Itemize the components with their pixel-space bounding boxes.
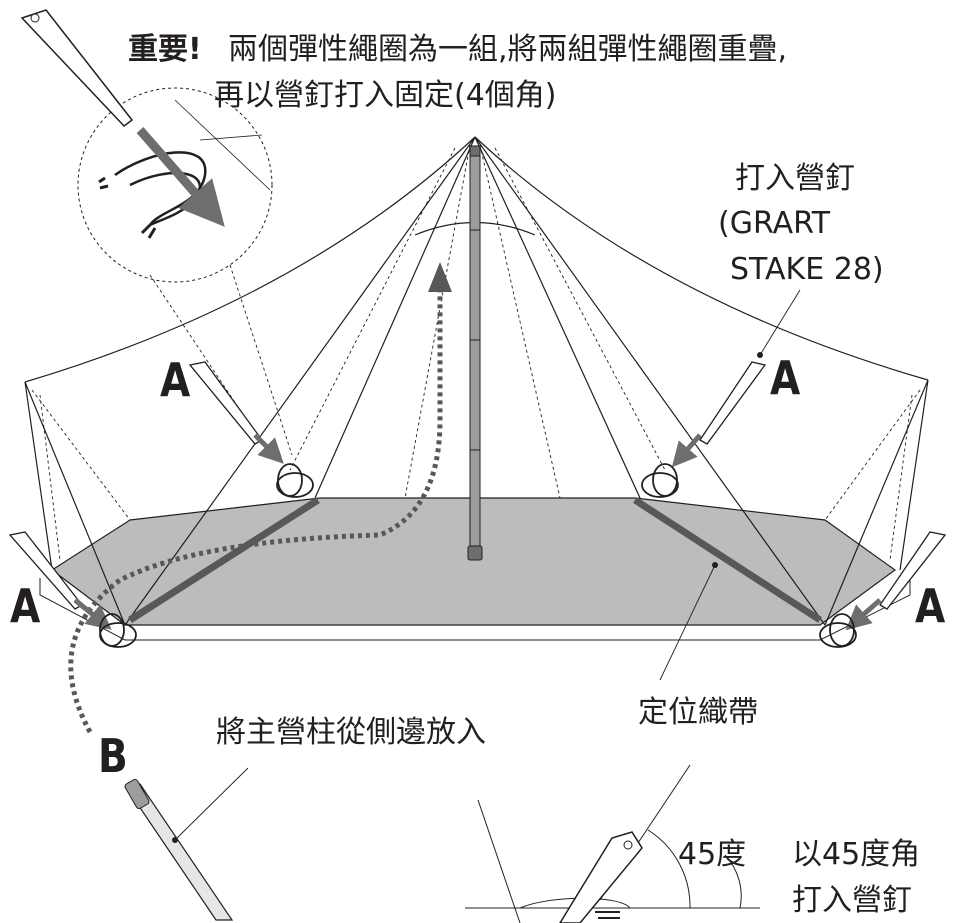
strap-callout-line [659,564,716,681]
stake-bottom-right [845,531,947,631]
detail-magnifier [77,87,273,283]
tent-outline [24,136,929,626]
pole-insert-path [68,290,443,734]
cord-loops-corners [99,463,857,648]
tent-seams [31,144,921,561]
important-emphasis: 重要! [128,32,202,67]
side-pole [124,778,234,921]
marker-a-bottom-right: A [915,579,946,633]
marker-a-top-left: A [160,353,191,407]
angled-stake [559,831,643,923]
angle-note-line-2: 打入營釘 [792,883,912,918]
instruction-line-1: 兩個彈性繩圈為一組,將兩組彈性繩圈重疊, [228,32,788,67]
insert-pole-label: 將主營柱從側邊放入 [216,715,486,750]
marker-b: B [98,729,128,783]
positioning-strap-right [633,497,822,623]
stake-top-left [188,361,284,464]
positioning-strap-left [128,497,320,623]
instruction-line-2: 再以營釘打入固定(4個角) [214,78,557,113]
angle-label: 45度 [678,837,747,872]
important-label: 重要! [128,31,202,69]
pole-insert-arrowhead [428,262,452,292]
ground-outline [39,578,911,641]
marker-a-bottom-left: A [10,579,41,633]
insert-callout-line [174,767,249,841]
stake-callout-line-1: 打入營釘 [735,161,855,196]
stake-top-right [671,361,767,468]
angle-note-line-1: 以45度角 [792,837,921,872]
magnified-stake [20,9,225,227]
positioning-strap-label: 定位織帶 [638,695,758,730]
center-pole [467,145,483,561]
stake-callout-line [759,289,801,356]
angle-cord [595,911,620,919]
stake-callout-line-2: (GRART [718,206,831,241]
stake-callout-line-3: STAKE 28) [730,252,884,287]
stake-bottom-left [8,531,112,630]
marker-a-top-right: A [770,351,801,405]
